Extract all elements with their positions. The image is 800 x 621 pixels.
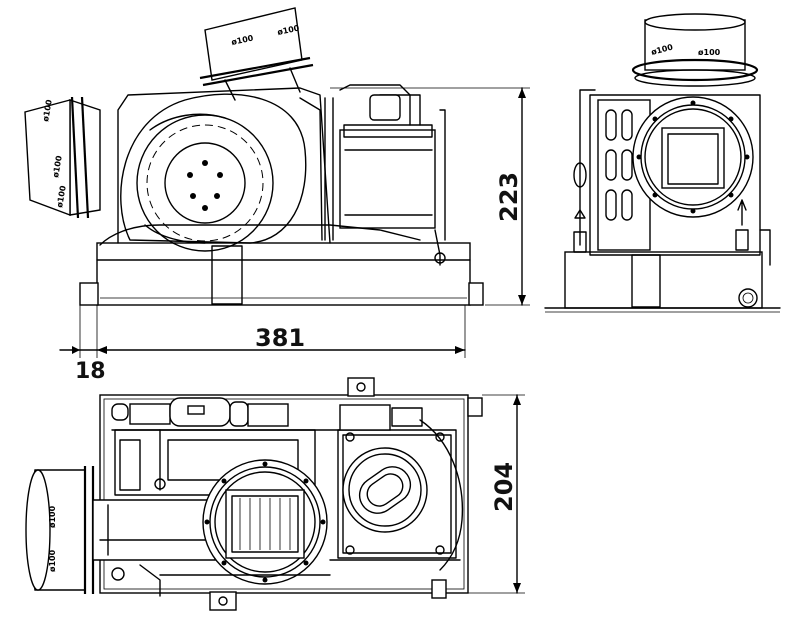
- fan-scroll: [120, 93, 307, 244]
- plan-bottom-tab: [209, 591, 237, 611]
- side-compressor: [339, 129, 436, 229]
- side-dimensions: 223 381 18: [59, 87, 530, 384]
- plan-compressor-frame: [337, 429, 457, 559]
- duct-label-plan-lower: ø100: [48, 549, 57, 572]
- dim-height-side: 223: [495, 172, 523, 222]
- duct-label-plan-upper: ø100: [48, 505, 57, 528]
- duct-label-left-top: ø100: [41, 98, 54, 122]
- plan-top-tab: [347, 377, 375, 397]
- side-base-tray: [96, 242, 471, 306]
- plan-view: ø100 ø100: [25, 377, 483, 611]
- side-left-foot: [79, 282, 99, 306]
- duct-label-left-bot: ø100: [55, 184, 68, 208]
- side-view: ø100 ø100 ø100 ø100 ø100: [24, 7, 484, 306]
- dim-length: 381: [255, 324, 305, 352]
- end-drain: [738, 288, 758, 308]
- end-base-tray: [564, 251, 763, 309]
- plan-right-foot: [467, 397, 483, 417]
- fan-hub: [164, 142, 246, 224]
- end-view: ø100 ø100: [544, 13, 781, 313]
- side-right-foot: [468, 282, 484, 306]
- fan-wheel-outer: [136, 114, 274, 252]
- side-left-duct: [24, 99, 71, 217]
- duct-label-end-right: ø100: [698, 48, 721, 57]
- duct-label-left-mid: ø100: [51, 154, 64, 178]
- dim-offset: 18: [75, 359, 106, 384]
- plan-dimensions: 204: [446, 394, 525, 594]
- dim-width-top: 204: [490, 462, 518, 512]
